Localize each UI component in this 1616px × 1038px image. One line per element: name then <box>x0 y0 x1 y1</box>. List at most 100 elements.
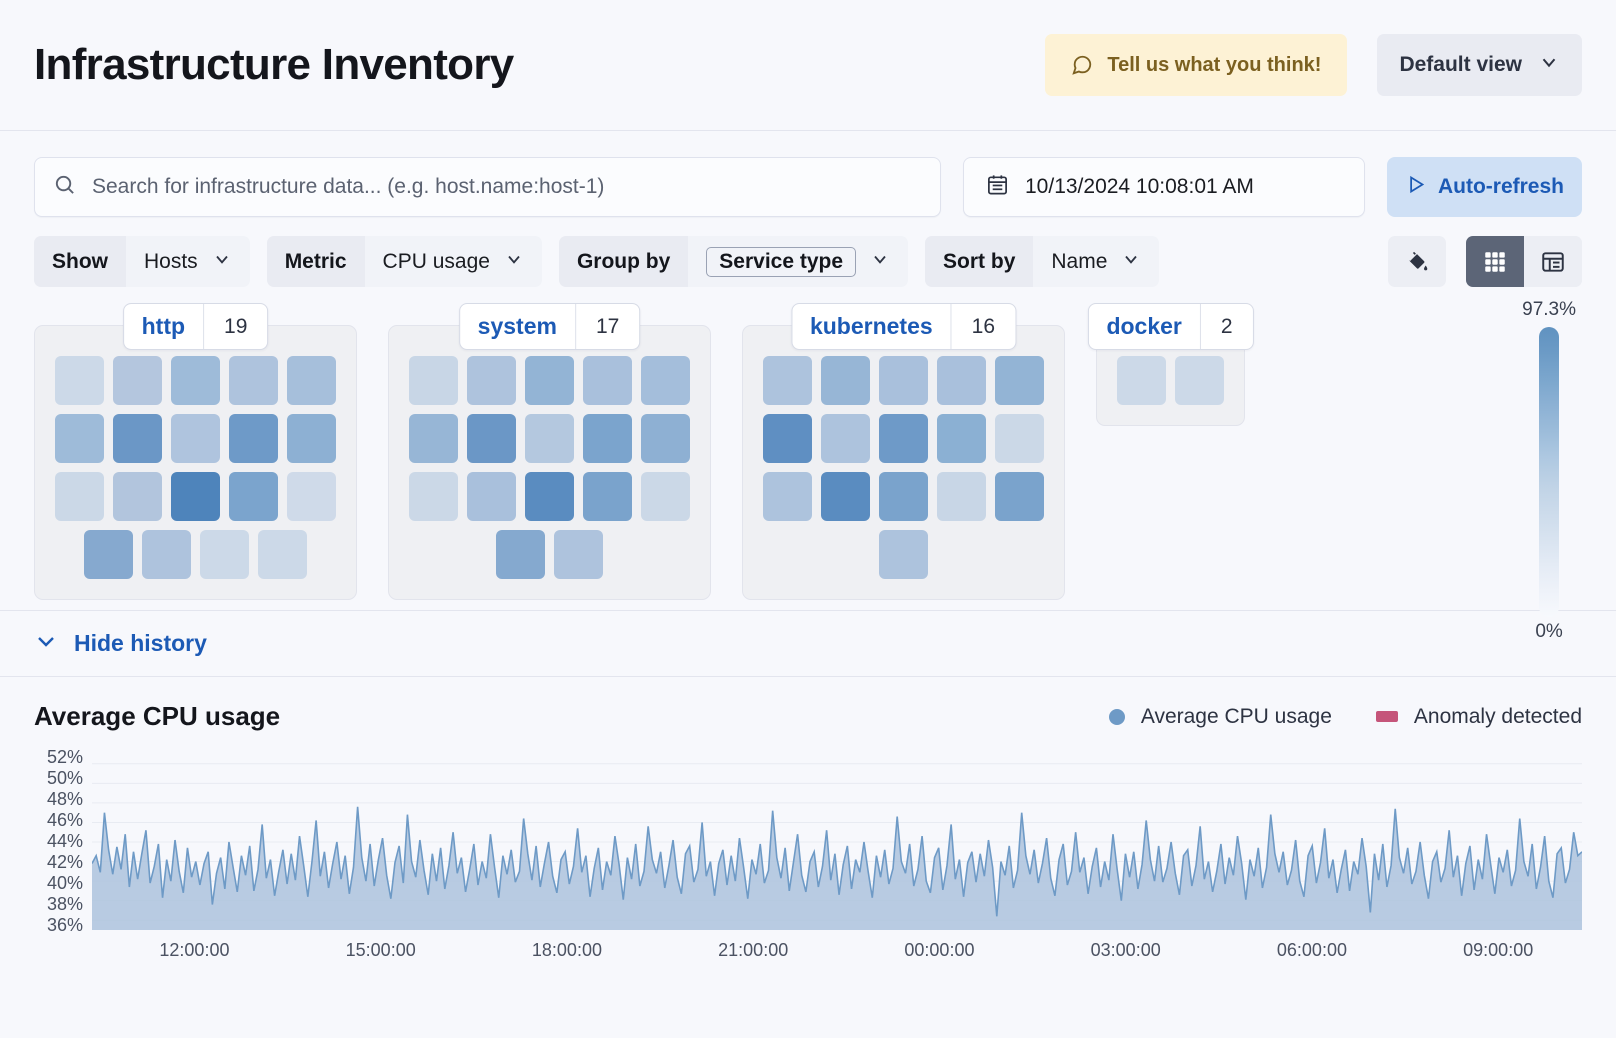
x-tick-label: 12:00:00 <box>159 940 230 960</box>
default-view-button[interactable]: Default view <box>1377 34 1582 96</box>
host-tile[interactable] <box>583 356 632 405</box>
host-tile[interactable] <box>583 414 632 463</box>
tile-row <box>55 356 336 405</box>
host-tile[interactable] <box>467 414 516 463</box>
host-tile[interactable] <box>583 472 632 521</box>
filter-metric-label: Metric <box>266 236 365 287</box>
host-tile[interactable] <box>879 530 928 579</box>
host-tile[interactable] <box>821 472 870 521</box>
host-tile[interactable] <box>287 472 336 521</box>
chevron-down-icon <box>504 249 524 275</box>
host-tile[interactable] <box>525 414 574 463</box>
host-tile[interactable] <box>55 356 104 405</box>
host-tile[interactable] <box>937 472 986 521</box>
host-tile[interactable] <box>171 356 220 405</box>
host-tile[interactable] <box>1175 356 1224 405</box>
host-tile[interactable] <box>55 472 104 521</box>
group-header-docker[interactable]: docker 2 <box>1087 303 1254 350</box>
host-tile[interactable] <box>763 414 812 463</box>
host-tile[interactable] <box>821 414 870 463</box>
host-tile[interactable] <box>995 356 1044 405</box>
host-tile[interactable] <box>525 472 574 521</box>
group-name[interactable]: docker <box>1106 313 1182 339</box>
host-tile[interactable] <box>879 472 928 521</box>
tile-row <box>763 356 1044 405</box>
filter-metric-value[interactable]: CPU usage <box>364 236 542 287</box>
group-name[interactable]: http <box>141 313 186 339</box>
host-tile[interactable] <box>171 472 220 521</box>
host-tile[interactable] <box>287 356 336 405</box>
auto-refresh-button[interactable]: Auto-refresh <box>1387 157 1582 217</box>
group-header-http[interactable]: http 19 <box>122 303 269 350</box>
filter-sort-by[interactable]: Sort by Name <box>925 236 1160 287</box>
table-view-icon[interactable] <box>1524 236 1582 287</box>
host-tile[interactable] <box>937 356 986 405</box>
search-input[interactable] <box>90 174 922 200</box>
host-tile[interactable] <box>525 356 574 405</box>
chart-plot-area[interactable] <box>92 754 1582 930</box>
paint-bucket-icon[interactable] <box>1388 236 1446 287</box>
date-picker[interactable]: 10/13/2024 10:08:01 AM <box>963 157 1365 217</box>
host-tile[interactable] <box>229 472 278 521</box>
search-box[interactable] <box>34 157 941 217</box>
host-tile[interactable] <box>229 356 278 405</box>
chart-title: Average CPU usage <box>34 701 281 731</box>
heatmap-group-http: http 19 <box>34 303 357 600</box>
filter-show-value[interactable]: Hosts <box>126 236 250 287</box>
filter-sort-by-label: Sort by <box>925 236 1034 287</box>
tile-row <box>879 530 928 579</box>
legend-item-anomaly-detected[interactable]: Anomaly detected <box>1375 705 1582 729</box>
host-tile[interactable] <box>171 414 220 463</box>
group-name[interactable]: kubernetes <box>809 313 933 339</box>
host-tile[interactable] <box>937 414 986 463</box>
hide-history-toggle[interactable]: Hide history <box>0 611 1616 677</box>
host-tile[interactable] <box>641 356 690 405</box>
host-tile[interactable] <box>409 414 458 463</box>
host-tile[interactable] <box>258 530 307 579</box>
host-tile[interactable] <box>467 472 516 521</box>
tile-row <box>409 472 690 521</box>
filters-row: Show Hosts Metric CPU usage Group by Ser… <box>34 236 1582 287</box>
host-tile[interactable] <box>467 356 516 405</box>
filter-show-value-text: Hosts <box>144 249 198 273</box>
date-value: 10/13/2024 10:08:01 AM <box>1025 175 1254 198</box>
host-tile[interactable] <box>763 472 812 521</box>
group-count: 19 <box>203 304 267 349</box>
host-tile[interactable] <box>879 356 928 405</box>
host-tile[interactable] <box>995 414 1044 463</box>
host-tile[interactable] <box>763 356 812 405</box>
group-count: 2 <box>1199 304 1253 349</box>
host-tile[interactable] <box>113 356 162 405</box>
host-tile[interactable] <box>879 414 928 463</box>
host-tile[interactable] <box>113 414 162 463</box>
grid-view-icon[interactable] <box>1466 236 1524 287</box>
host-tile[interactable] <box>641 472 690 521</box>
filter-group-by-value[interactable]: Service type <box>688 236 909 287</box>
host-tile[interactable] <box>995 472 1044 521</box>
host-tile[interactable] <box>229 414 278 463</box>
host-tile[interactable] <box>55 414 104 463</box>
host-tile[interactable] <box>496 530 545 579</box>
host-tile[interactable] <box>409 356 458 405</box>
host-tile[interactable] <box>113 472 162 521</box>
filter-sort-by-value[interactable]: Name <box>1033 236 1160 287</box>
host-tile[interactable] <box>1117 356 1166 405</box>
legend-item-average-cpu-usage[interactable]: Average CPU usage <box>1108 705 1332 729</box>
group-name[interactable]: system <box>477 313 557 339</box>
host-tile[interactable] <box>200 530 249 579</box>
heatmap-group-docker: docker 2 <box>1087 303 1254 426</box>
filter-group-by[interactable]: Group by Service type <box>558 236 909 287</box>
host-tile[interactable] <box>409 472 458 521</box>
host-tile[interactable] <box>821 356 870 405</box>
filter-show[interactable]: Show Hosts <box>34 236 250 287</box>
filter-metric[interactable]: Metric CPU usage <box>266 236 542 287</box>
feedback-button[interactable]: Tell us what you think! <box>1045 34 1348 96</box>
host-tile[interactable] <box>142 530 191 579</box>
search-row: 10/13/2024 10:08:01 AM Auto-refresh <box>34 157 1582 217</box>
host-tile[interactable] <box>554 530 603 579</box>
host-tile[interactable] <box>84 530 133 579</box>
host-tile[interactable] <box>287 414 336 463</box>
host-tile[interactable] <box>641 414 690 463</box>
